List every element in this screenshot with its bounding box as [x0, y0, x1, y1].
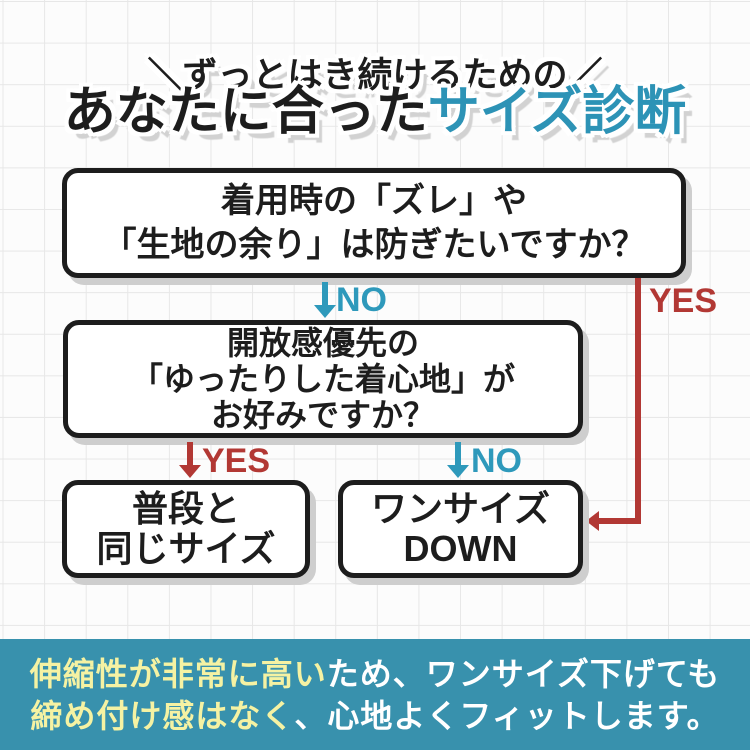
- question-1-line-1: 着用時の「ズレ」や: [221, 181, 527, 220]
- banner-line-2-rest: 、心地よくフィットします。: [294, 697, 720, 734]
- question-box-2: 開放感優先の 「ゆったりした着心地」が お好みですか？: [63, 320, 583, 438]
- result-same-line-1: 普段と: [131, 488, 240, 530]
- yes-elbow-horizontal-line: [598, 518, 641, 524]
- result-box-same-size: 普段と 同じサイズ: [62, 480, 310, 578]
- result-box-size-down: ワンサイズ DOWN: [338, 480, 583, 578]
- yes-elbow-arrowhead-icon: [586, 511, 599, 531]
- yes-elbow-vertical-line: [635, 278, 641, 524]
- question-2-line-1: 開放感優先の: [226, 324, 419, 361]
- footer-banner: 伸縮性が非常に高いため、ワンサイズ下げても 締め付け感はなく、心地よくフィットし…: [0, 639, 750, 750]
- yes-label-q1: YES: [649, 282, 718, 320]
- no-label-q2: NO: [471, 442, 522, 480]
- banner-line-1-rest: ため、ワンサイズ下げても: [326, 655, 721, 692]
- arrowhead-icon: [314, 305, 336, 318]
- page-title-accent-text: サイズ診断: [427, 83, 687, 141]
- question-box-1: 着用時の「ズレ」や 「生地の余り」は防ぎたいですか？: [62, 168, 686, 278]
- header-tagline: ＼ずっとはき続けるための／: [147, 56, 603, 95]
- result-down-line-2: DOWN: [403, 528, 518, 569]
- yes-arrow-down-icon: [179, 442, 201, 478]
- page-title-black-text: あなたに合った: [63, 83, 428, 141]
- no-arrow-down-icon: [314, 282, 336, 318]
- question-2-line-3: お好みですか？: [210, 397, 435, 434]
- banner-line-2-highlight: 締め付け感はなく: [30, 697, 295, 734]
- question-2-line-2: 「ゆったりした着心地」が: [130, 360, 515, 397]
- result-down-line-1: ワンサイズ: [371, 488, 550, 530]
- result-same-line-2: 同じサイズ: [96, 528, 276, 569]
- question-1-line-2: 「生地の余り」は防ぎたいですか？: [102, 226, 646, 264]
- yes-label-q2: YES: [202, 442, 271, 480]
- no-label-q1: NO: [336, 281, 387, 319]
- page-title: あなたに合ったサイズ診断: [0, 82, 750, 142]
- banner-line-1: 伸縮性が非常に高いため、ワンサイズ下げても: [30, 658, 720, 690]
- no-arrow-down-icon: [447, 442, 469, 478]
- arrowhead-icon: [447, 465, 469, 478]
- banner-line-2: 締め付け感はなく、心地よくフィットします。: [30, 700, 719, 732]
- arrowhead-icon: [179, 465, 201, 478]
- banner-line-1-highlight: 伸縮性が非常に高い: [29, 655, 327, 692]
